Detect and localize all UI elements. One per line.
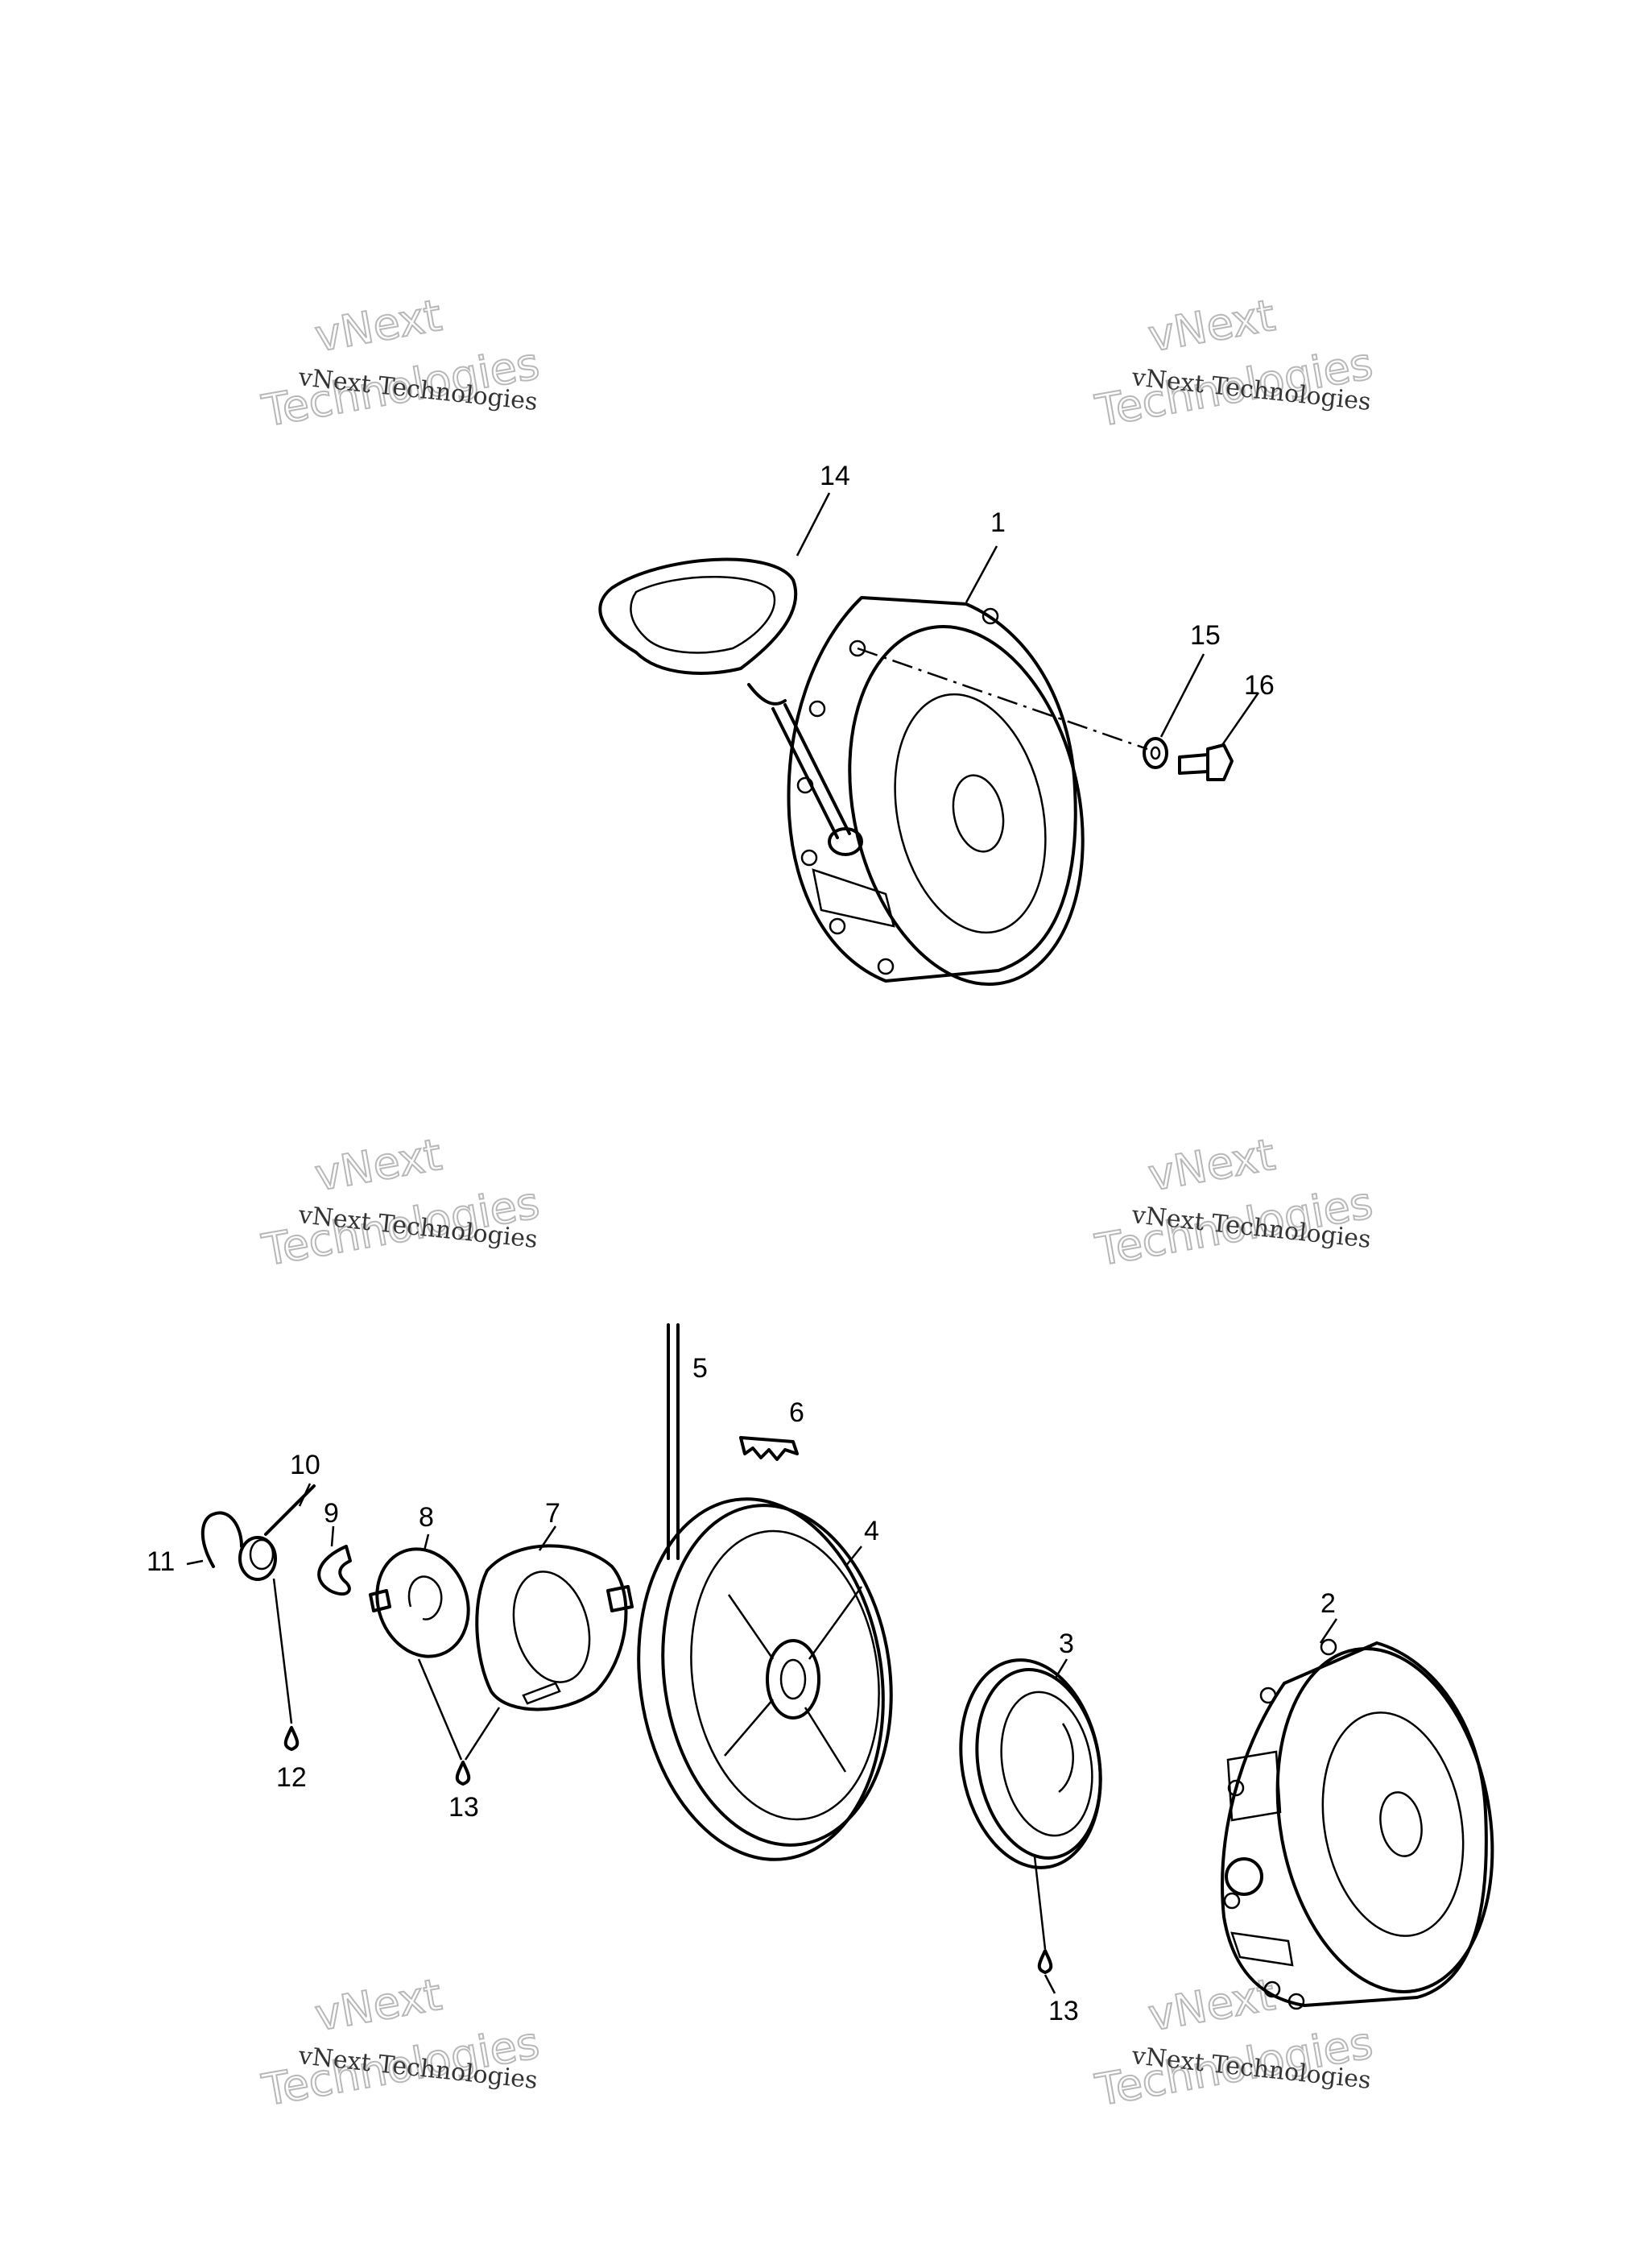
watermark-mid-right: vNext Technologies [1091, 1128, 1378, 1277]
callout-3: 3 [1059, 1629, 1074, 1659]
callout-10: 10 [290, 1450, 320, 1480]
part-2-starter-housing [1221, 1638, 1494, 2010]
part-6-pawl [739, 1436, 799, 1461]
part-5-rope [667, 1323, 680, 1560]
part-8-ratchet [369, 1547, 470, 1658]
watermark-bottom-right: vNext Technologies [1091, 1968, 1378, 2117]
callout-6: 6 [789, 1397, 804, 1428]
callout-1: 1 [990, 507, 1006, 538]
part-9-retainer [317, 1545, 352, 1596]
assembly-centerline [857, 647, 1148, 751]
part-16-bolt [1178, 743, 1234, 781]
callout-11: 11 [147, 1546, 175, 1577]
callout-16: 16 [1244, 670, 1275, 701]
part-4-rope-pulley [637, 1497, 893, 1861]
watermark-vnext: vNext [1145, 290, 1279, 362]
callout-15: 15 [1190, 620, 1221, 651]
grease-drop-13-right [1037, 1949, 1053, 1974]
part-1-starter-housing [787, 596, 1085, 986]
callout-14: 14 [820, 461, 850, 491]
callout-2: 2 [1320, 1588, 1336, 1619]
callout-5: 5 [692, 1353, 708, 1384]
grease-drop-12 [283, 1726, 300, 1751]
leader-lines [186, 492, 1338, 1994]
part-15-washer [1143, 737, 1168, 769]
watermark-vnext: vNext [1145, 1969, 1279, 2041]
watermark-mid-left: vNext Technologies [258, 1128, 544, 1277]
part-11-circlip [200, 1511, 243, 1568]
callout-13-left: 13 [448, 1792, 479, 1823]
watermark-vnext: vNext [1145, 1129, 1279, 1201]
grease-drop-13-left [455, 1761, 471, 1786]
callout-4: 4 [864, 1516, 879, 1546]
callout-12: 12 [276, 1762, 307, 1793]
callout-8: 8 [419, 1502, 434, 1533]
part-14-starter-handle [598, 557, 863, 856]
watermark-bottom-left: vNext Technologies [258, 1968, 544, 2117]
watermark-vnext: vNext [312, 1969, 445, 2041]
part-7-pawl-guide [475, 1544, 634, 1711]
callout-13-right: 13 [1048, 1996, 1079, 2026]
part-3-recoil-spring [959, 1658, 1102, 1869]
callout-7: 7 [545, 1498, 560, 1529]
watermark-vnext: vNext [312, 290, 445, 362]
callout-9: 9 [324, 1498, 339, 1529]
watermark-vnext: vNext [312, 1129, 445, 1201]
